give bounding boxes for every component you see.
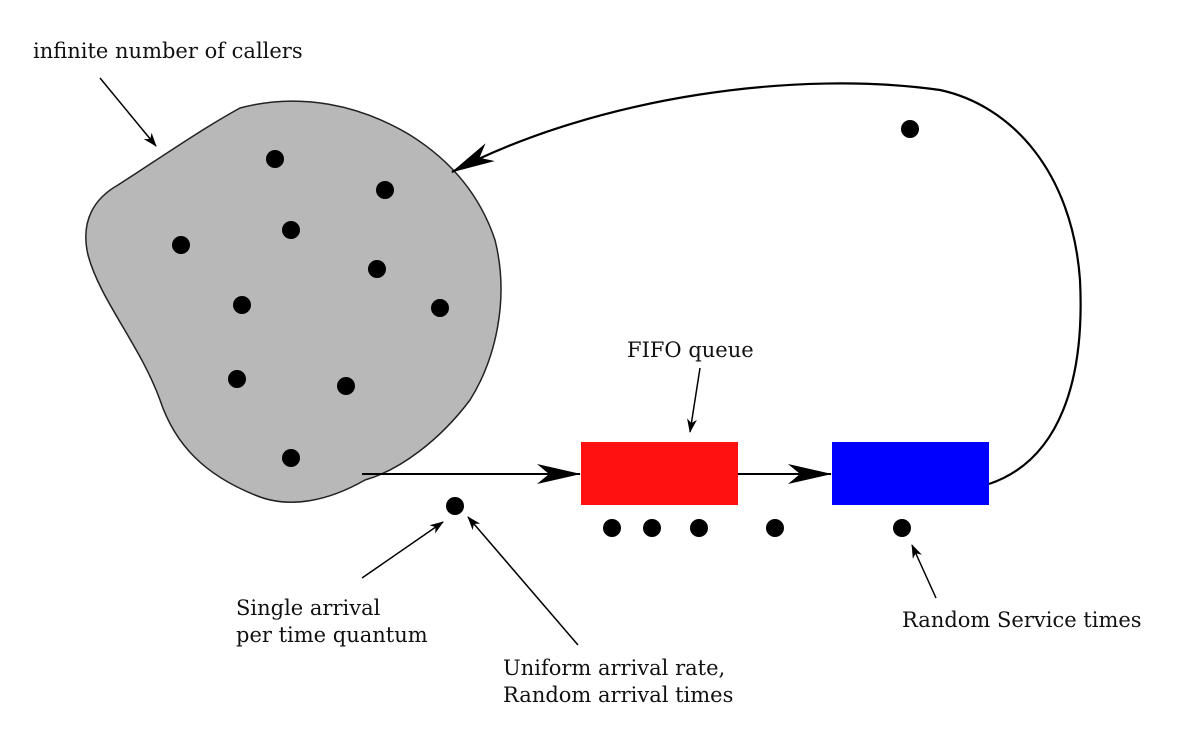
arrival-rate-label: Uniform arrival rate, Random arrival tim…: [503, 655, 733, 709]
caller-dot: [368, 260, 386, 278]
arrival-rate-pointer: [467, 516, 579, 646]
caller-dot: [282, 221, 300, 239]
caller-dots: [172, 150, 449, 467]
single-arrival-label: Single arrival per time quantum: [236, 595, 428, 649]
server-box: [832, 442, 989, 505]
caller-dot: [266, 150, 284, 168]
caller-population-blob: [85, 100, 502, 503]
service-times-label: Random Service times: [902, 608, 1142, 632]
queued-caller-dot: [690, 519, 708, 537]
fifo-queue-label: FIFO queue: [627, 338, 754, 362]
population-label: infinite number of callers: [33, 39, 303, 63]
caller-dot: [337, 377, 355, 395]
fifo-pointer: [687, 367, 701, 433]
caller-dot: [172, 236, 190, 254]
caller-dot: [431, 299, 449, 317]
return-loop-arrow: [451, 82, 1082, 486]
caller-dot: [376, 181, 394, 199]
queued-caller-dot: [603, 519, 621, 537]
fifo-queue-box: [581, 442, 738, 505]
queued-caller-dot: [766, 519, 784, 537]
arrival-rate-line-2: Random arrival times: [503, 683, 734, 707]
arrival-rate-line-1: Uniform arrival rate,: [503, 656, 726, 680]
caller-dot: [228, 370, 246, 388]
single-arrival-line-2: per time quantum: [236, 623, 428, 647]
queued-caller-dot: [643, 519, 661, 537]
single-arrival-line-1: Single arrival: [236, 596, 381, 620]
returning-caller-dot: [901, 120, 919, 138]
arriving-caller-dot: [446, 497, 464, 515]
queued-caller-dots: [603, 519, 784, 537]
callers-pointer: [99, 77, 157, 147]
caller-dot: [282, 449, 300, 467]
single-arrival-pointer: [361, 521, 444, 579]
served-caller-dot: [893, 519, 911, 537]
caller-dot: [233, 296, 251, 314]
service-pointer: [911, 544, 937, 599]
